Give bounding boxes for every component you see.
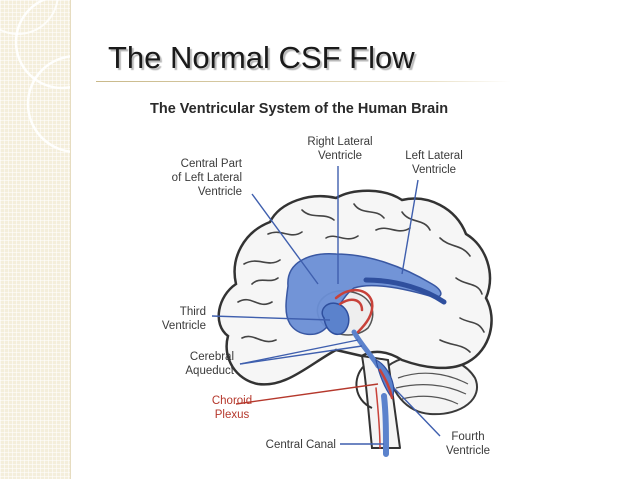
label-choroid-plexus-2: Plexus	[215, 409, 250, 421]
label-central-part-2: of Left Lateral	[172, 172, 242, 184]
label-choroid-plexus: Choroid	[212, 395, 252, 407]
cerebellum	[386, 354, 478, 416]
title-divider	[96, 81, 511, 82]
label-cerebral-aqueduct: Cerebral	[190, 351, 234, 363]
label-central-canal: Central Canal	[266, 439, 336, 451]
label-right-lateral-ventricle-2: Ventricle	[318, 150, 362, 162]
label-right-lateral-ventricle: Right Lateral	[307, 136, 372, 148]
label-central-part-3: Ventricle	[198, 186, 242, 198]
label-third-ventricle-2: Ventricle	[162, 320, 206, 332]
choroid-plexus	[334, 289, 394, 449]
leader-lines	[211, 166, 441, 445]
slide-title: The Normal CSF Flow	[108, 40, 415, 75]
decorative-circles	[0, 0, 70, 153]
diagram-labels: Right Lateral Ventricle Left Lateral Ven…	[162, 136, 490, 457]
label-central-part: Central Part	[181, 158, 243, 170]
label-left-lateral-ventricle-2: Ventricle	[412, 164, 456, 176]
label-third-ventricle: Third	[180, 306, 206, 318]
figure-title: The Ventricular System of the Human Brai…	[150, 101, 448, 117]
label-cerebral-aqueduct-2: Aqueduct	[185, 365, 234, 377]
label-fourth-ventricle-2: Ventricle	[446, 445, 490, 457]
ventricular-system-diagram: The Ventricular System of the Human Brai…	[140, 88, 512, 466]
label-left-lateral-ventricle: Left Lateral	[405, 150, 463, 162]
decorative-side-panel	[0, 0, 71, 479]
diagram-canvas: The Ventricular System of the Human Brai…	[150, 101, 493, 457]
label-fourth-ventricle: Fourth	[451, 431, 484, 443]
